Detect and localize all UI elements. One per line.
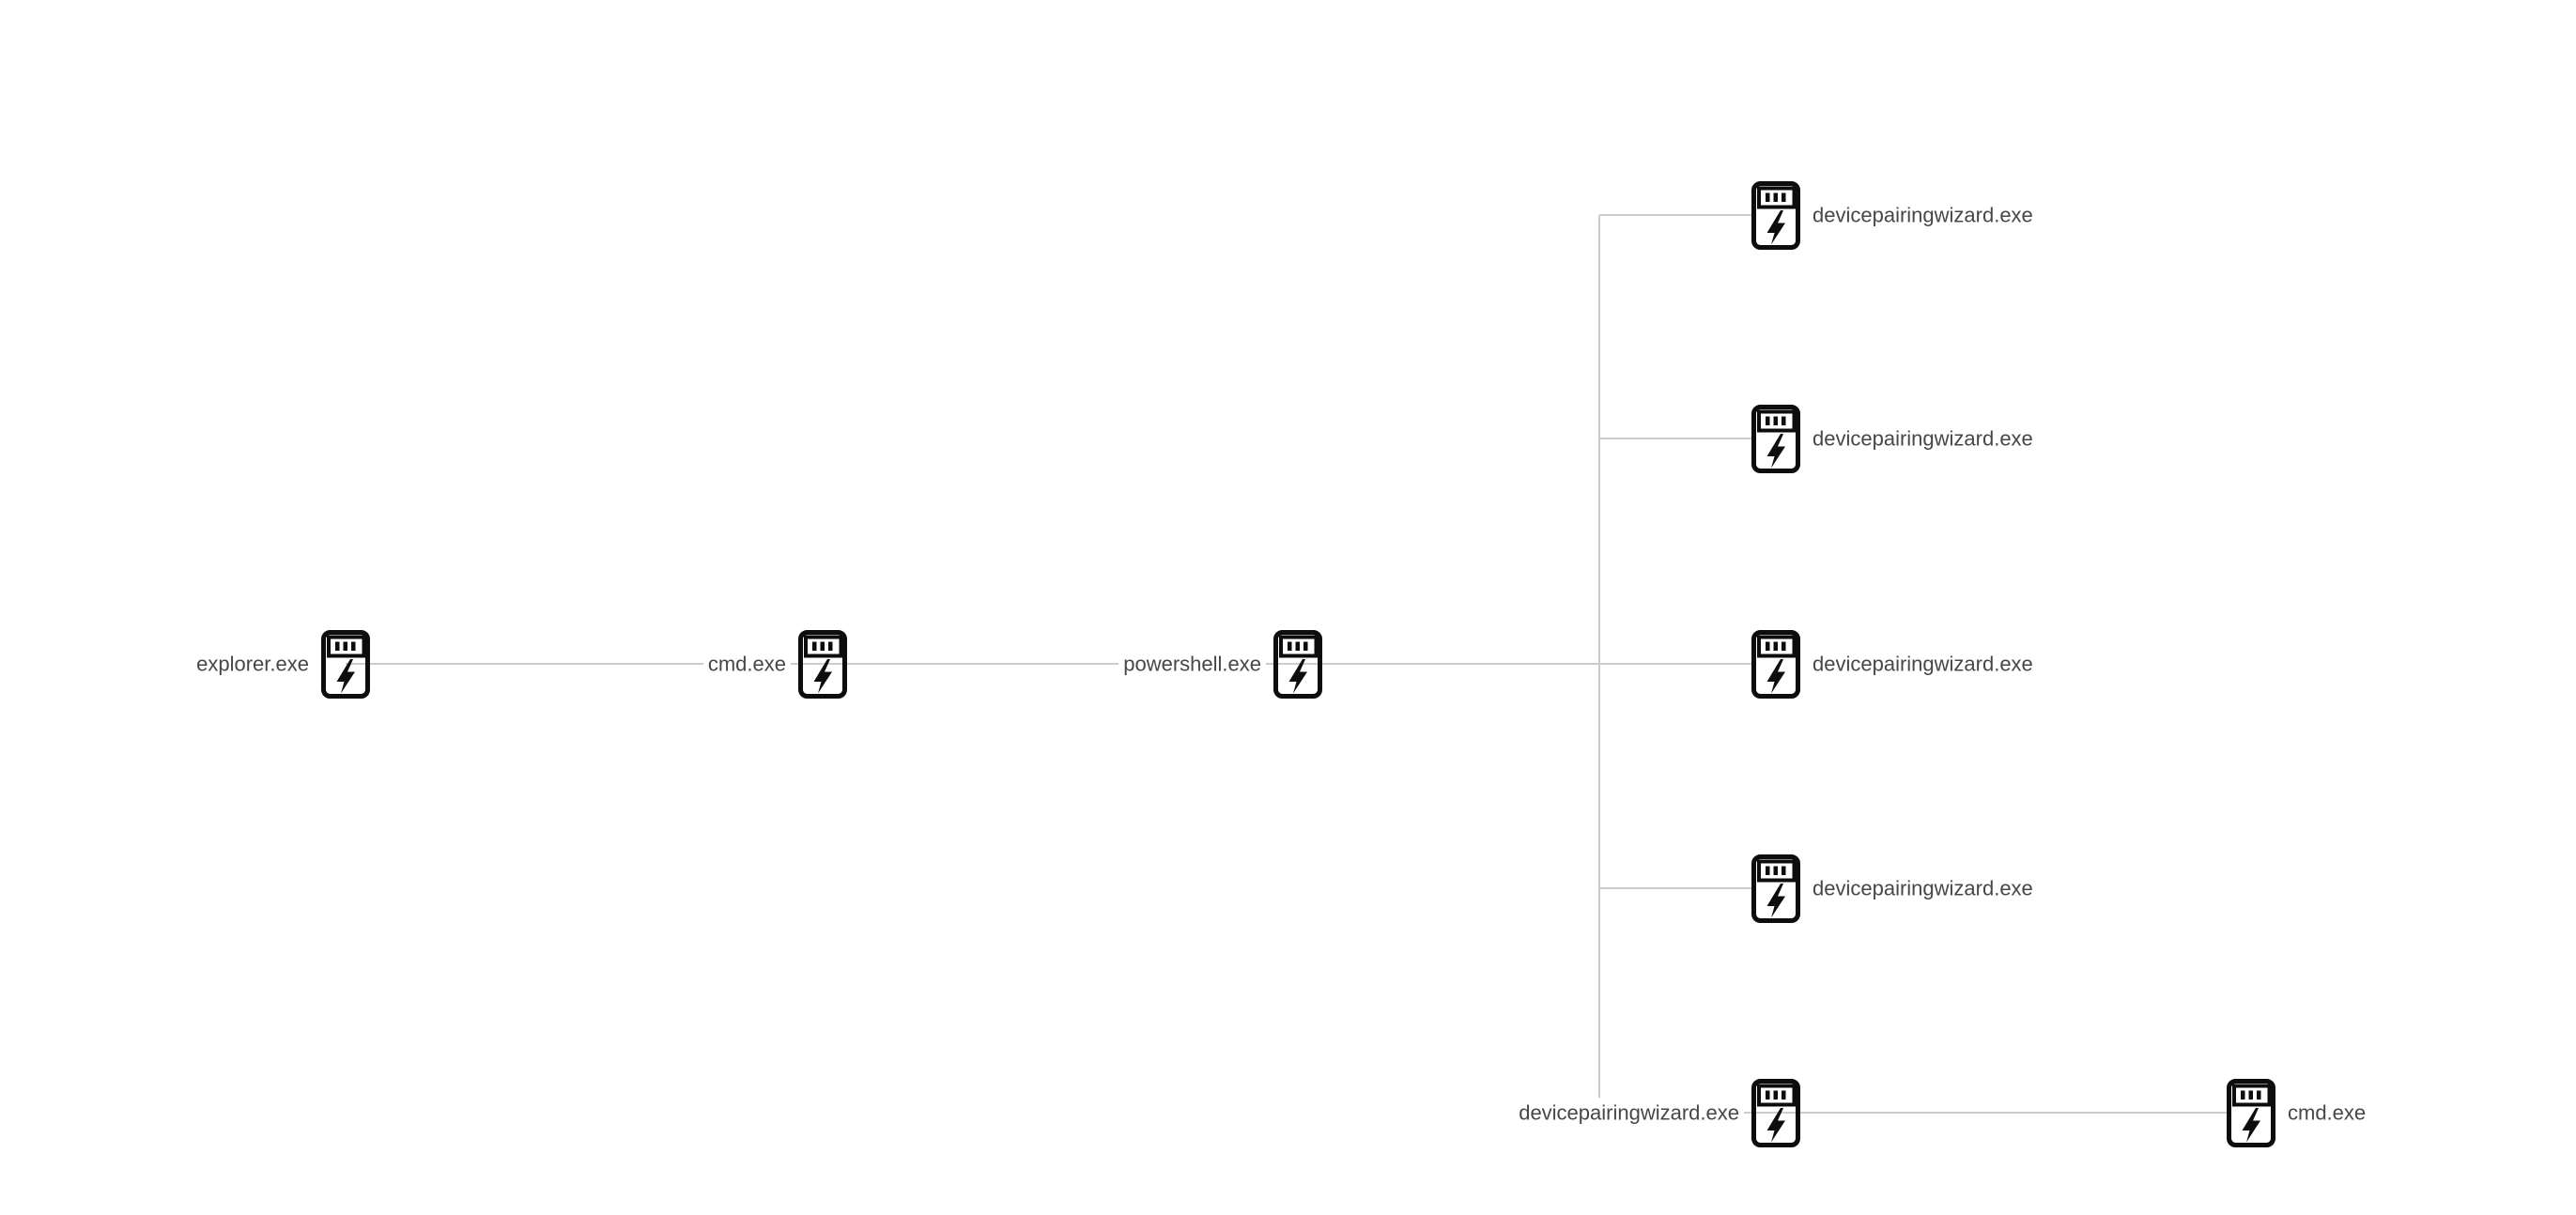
process-icon — [2227, 1078, 2275, 1147]
process-label: devicepairingwizard.exe — [1514, 1098, 1744, 1128]
process-label: devicepairingwizard.exe — [1808, 873, 2038, 903]
tree-connector-horizontal — [1599, 438, 1751, 439]
process-node-dpw2[interactable]: devicepairingwizard.exe — [1751, 404, 2038, 473]
process-node-cmd2[interactable]: cmd.exe — [2227, 1078, 2371, 1147]
process-label: devicepairingwizard.exe — [1808, 423, 2038, 454]
process-label: devicepairingwizard.exe — [1808, 649, 2038, 679]
process-node-dpw4[interactable]: devicepairingwizard.exe — [1751, 854, 2038, 923]
process-icon — [1751, 629, 1800, 699]
process-label: devicepairingwizard.exe — [1808, 200, 2038, 230]
process-icon — [1751, 854, 1800, 923]
process-node-powershell[interactable]: powershell.exe — [1118, 629, 1322, 699]
process-node-cmd1[interactable]: cmd.exe — [702, 629, 847, 699]
tree-connector-horizontal — [346, 663, 1751, 665]
process-icon — [321, 629, 370, 699]
process-node-explorer[interactable]: explorer.exe — [192, 629, 370, 699]
process-icon — [1751, 180, 1800, 250]
process-icon — [1751, 404, 1800, 473]
tree-connector-vertical — [1598, 215, 1600, 1113]
tree-connector-horizontal — [1599, 1112, 2227, 1114]
process-node-dpw3[interactable]: devicepairingwizard.exe — [1751, 629, 2038, 699]
process-node-dpw1[interactable]: devicepairingwizard.exe — [1751, 180, 2038, 250]
tree-connector-horizontal — [1599, 214, 1751, 216]
tree-connector-horizontal — [1599, 887, 1751, 889]
process-label: cmd.exe — [2283, 1098, 2371, 1128]
process-icon — [1751, 1078, 1800, 1147]
process-icon — [1273, 629, 1322, 699]
process-icon — [798, 629, 847, 699]
process-label: powershell.exe — [1118, 649, 1266, 679]
process-label: explorer.exe — [192, 649, 314, 679]
process-label: cmd.exe — [702, 649, 791, 679]
process-node-dpw5[interactable]: devicepairingwizard.exe — [1514, 1078, 1800, 1147]
